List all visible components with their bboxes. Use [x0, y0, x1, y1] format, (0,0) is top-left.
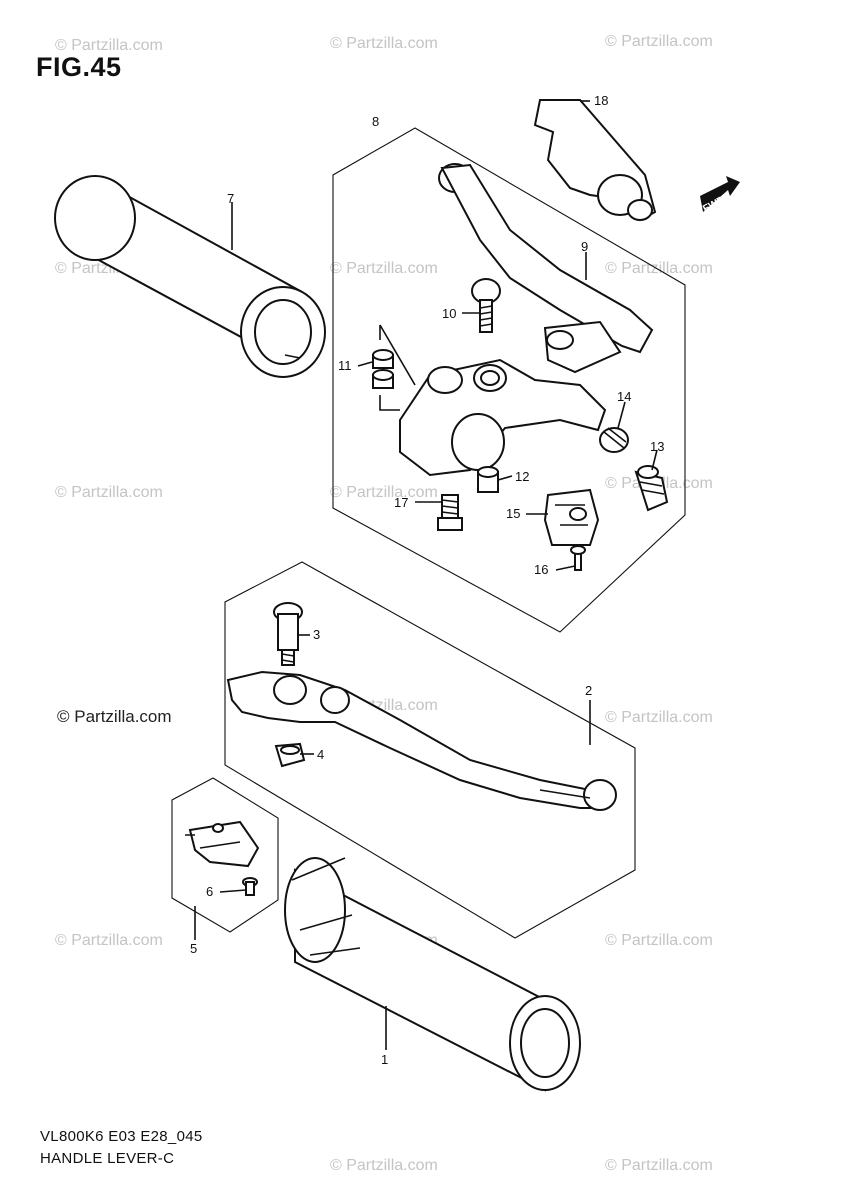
callout-14: 14 [617, 389, 631, 404]
assembly-outline-2 [224, 561, 636, 939]
watermark: © Partzilla.com [55, 37, 163, 54]
watermark: © Partzilla.com [330, 35, 438, 52]
grip-1 [284, 857, 581, 1092]
assembly-outline-5 [171, 777, 279, 933]
screw-6 [242, 877, 258, 896]
watermark: © Partzilla.com [330, 260, 438, 277]
callout-13: 13 [650, 439, 664, 454]
pin-13 [634, 465, 669, 512]
watermark: © Partzilla.com [605, 932, 713, 949]
switch-5 [185, 820, 260, 868]
watermark: © Partzilla.com [55, 932, 163, 949]
callout-4: 4 [317, 747, 324, 762]
callout-2: 2 [585, 683, 592, 698]
callout-16: 16 [534, 562, 548, 577]
callout-17: 17 [394, 495, 408, 510]
watermark: © Partzilla.com [57, 707, 172, 726]
callout-18: 18 [594, 93, 608, 108]
clamp-18 [533, 99, 657, 222]
collars-11 [372, 324, 416, 411]
callout-12: 12 [515, 469, 529, 484]
callout-5: 5 [190, 941, 197, 956]
lever-2 [226, 670, 617, 811]
callout-7: 7 [227, 191, 234, 206]
watermark: © Partzilla.com [605, 1157, 713, 1174]
fwd-direction-arrow: FWD [700, 176, 740, 215]
bolt-10 [471, 278, 501, 333]
adjuster-14 [599, 427, 629, 453]
watermark: © Partzilla.com [605, 709, 713, 726]
watermark: © Partzilla.com [605, 260, 713, 277]
switch-15 [543, 488, 600, 546]
screw-17 [437, 494, 463, 531]
callout-8: 8 [372, 114, 379, 129]
nut-4 [274, 742, 306, 768]
lever-holder [399, 358, 607, 477]
callout-9: 9 [581, 239, 588, 254]
lever-9 [438, 163, 654, 374]
leader-lines [194, 100, 658, 1050]
screw-16 [570, 545, 586, 571]
watermark: © Partzilla.com [330, 1157, 438, 1174]
footer-model-code: VL800K6 E03 E28_045 [40, 1128, 203, 1145]
grip-7 [54, 175, 326, 378]
callout-11: 11 [338, 358, 352, 373]
footer-diagram-name: HANDLE LEVER-C [40, 1150, 175, 1167]
callout-15: 15 [506, 506, 520, 521]
watermarks: © Partzilla.com © Partzilla.com © Partzi… [55, 33, 713, 1174]
watermark: © Partzilla.com [330, 484, 438, 501]
watermark: © Partzilla.com [55, 484, 163, 501]
callout-6: 6 [206, 884, 213, 899]
callout-1: 1 [381, 1052, 388, 1067]
callouts: 1 2 3 4 5 6 7 8 9 10 11 12 13 14 15 16 1… [190, 93, 664, 1067]
bolt-3 [273, 602, 303, 666]
figure-title: FIG.45 [36, 52, 122, 82]
callout-10: 10 [442, 306, 456, 321]
callout-3: 3 [313, 627, 320, 642]
bush-12 [477, 466, 499, 493]
watermark: © Partzilla.com [605, 33, 713, 50]
assembly-outline-8 [332, 127, 686, 633]
